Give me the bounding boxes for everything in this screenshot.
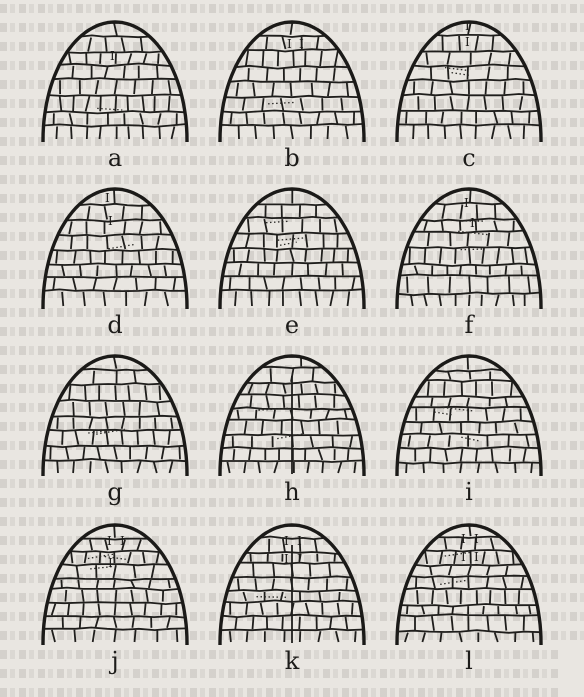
initial-cell-mark: I bbox=[465, 35, 470, 49]
initial-cell-mark: I bbox=[108, 214, 113, 228]
panel-label-k: k bbox=[207, 649, 377, 673]
initial-cell-mark: I bbox=[108, 556, 113, 570]
panel-label-i: i bbox=[384, 480, 554, 504]
panel-label-g: g bbox=[30, 480, 200, 504]
panel-label-l: l bbox=[384, 649, 554, 673]
initial-cell-mark: I bbox=[297, 552, 302, 566]
initial-cell-mark: I bbox=[107, 534, 112, 548]
initial-cell-mark: I bbox=[464, 196, 469, 210]
initial-cell-mark: I bbox=[297, 534, 302, 548]
initial-cell-mark: I bbox=[284, 534, 289, 548]
initial-cell-mark: I bbox=[105, 191, 110, 205]
panel-g: g bbox=[30, 334, 200, 504]
initial-cell-mark: I bbox=[110, 49, 115, 63]
initial-cell-mark: I bbox=[461, 550, 466, 564]
initial-cell-mark: I bbox=[465, 19, 470, 33]
panel-e: e bbox=[207, 167, 377, 337]
panel-label-h: h bbox=[207, 480, 377, 504]
initial-cell-mark: I bbox=[299, 37, 304, 51]
initial-cell-mark: I bbox=[474, 550, 479, 564]
panel-label-j: j bbox=[30, 649, 200, 673]
initial-cell-mark: I bbox=[461, 532, 466, 546]
panel-i: i bbox=[384, 334, 554, 504]
panel-h: h bbox=[207, 334, 377, 504]
panel-a: I a bbox=[30, 0, 200, 170]
initial-cell-mark: I bbox=[474, 532, 479, 546]
initial-cell-mark: I bbox=[284, 552, 289, 566]
initial-cell-mark: I bbox=[120, 534, 125, 548]
initial-cell-mark: I bbox=[470, 216, 475, 230]
initial-cell-mark: I bbox=[287, 37, 292, 51]
